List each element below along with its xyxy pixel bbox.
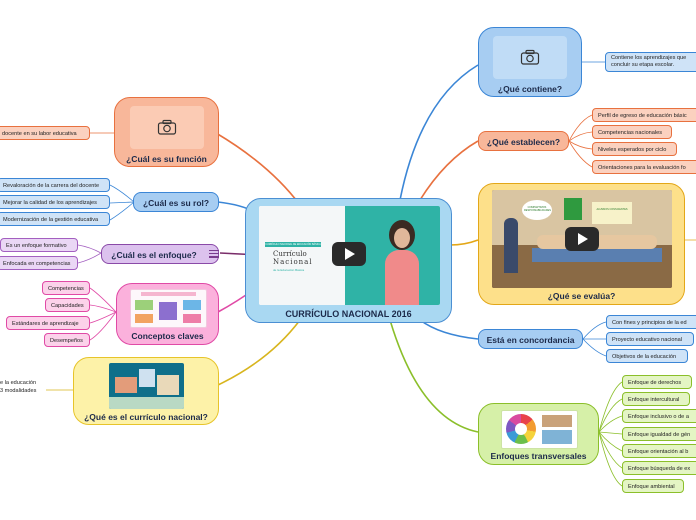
transversales-photo-1 [542,415,572,427]
que-es-title: ¿Qué es el currículo nacional? [84,412,208,422]
transversales-wheel-center [515,423,527,435]
central-title: CURRÍCULO NACIONAL 2016 [285,309,412,319]
central-node[interactable]: CURRÍCULO NACIONAL DE EDUCACIÓN BÁSICA C… [245,198,452,323]
evalua-video-thumbnail[interactable]: COMPARTIMOS RESPONSABILIDADES ALUMNOS CO… [492,190,672,288]
evalua-title: ¿Qué se evalúa? [547,291,616,301]
node-transversales[interactable]: Enfoques transversales [478,403,599,465]
concordancia-title: Está en concordancia [486,335,575,345]
play-icon[interactable] [332,242,366,266]
conceptos-item[interactable]: Desempeños [44,333,90,347]
transversales-item[interactable]: Enfoque intercultural [622,392,690,406]
funcion-item[interactable]: docente en su labor educativa [0,126,90,140]
conceptos-block-orange [135,314,153,323]
establecen-item[interactable]: Orientaciones para la evaluación fo [592,160,696,174]
enfoque-item[interactable]: Enfocada en competencias [0,256,78,270]
conceptos-header-strip [141,292,196,296]
video-title-line-1: Currículo [273,250,307,258]
transversales-item[interactable]: Enfoque igualdad de gén [622,427,696,441]
establecen-item[interactable]: Perfil de egreso de educación básic [592,108,696,122]
classroom-board-right [592,202,632,224]
que-es-item: 3 modalidades [0,388,37,394]
rol-item[interactable]: Modernización de la gestión educativa [0,212,110,226]
transversales-item[interactable]: Enfoque ambiental [622,479,684,493]
conceptos-image [130,289,207,328]
rol-title: ¿Cuál es su rol? [142,198,210,208]
conceptos-block-green [135,300,153,310]
enfoque-title: ¿Cuál es el enfoque? [111,250,197,260]
contiene-image-placeholder [493,36,567,79]
video-subtitle: de la Educación Básica [273,268,305,272]
node-concordancia[interactable]: Está en concordancia [478,329,583,349]
conceptos-item[interactable]: Competencias [42,281,90,295]
node-contiene[interactable]: ¿Qué contiene? [478,27,582,97]
enfoque-item[interactable]: Es un enfoque formativo [0,238,78,252]
que-es-photo-center [139,369,155,387]
presenter-body [385,250,419,305]
node-enfoque[interactable]: ¿Cuál es el enfoque? [101,244,219,264]
contiene-item-line-2: concluir su etapa escolar. [611,62,675,68]
video-title-line-2: Nacional [273,258,313,266]
conceptos-item[interactable]: Estándares de aprendizaje [6,316,90,330]
conceptos-block-pink [183,314,201,323]
node-establecen[interactable]: ¿Qué establecen? [478,131,569,151]
rol-item[interactable]: Mejorar la calidad de los aprendizajes [0,195,110,209]
que-es-photo-left [115,377,137,393]
transversales-item[interactable]: Enfoque inclusivo o de a [622,409,696,423]
establecen-item[interactable]: Competencias nacionales [592,125,672,139]
conceptos-block-purple [159,302,177,320]
contiene-item[interactable]: Contiene los aprendizajes que concluir s… [605,52,696,72]
conceptos-item[interactable]: Capacidades [45,298,90,312]
funcion-title: ¿Cuál es su función [126,154,207,164]
concordancia-item[interactable]: Con fines y principios de la ed [606,315,696,329]
node-conceptos[interactable]: Conceptos claves [116,283,219,345]
que-es-photo-right [157,375,179,395]
node-funcion[interactable]: ¿Cuál es su función [114,97,219,167]
node-rol[interactable]: ¿Cuál es su rol? [133,192,219,212]
list-icon[interactable] [209,248,219,258]
camera-icon [157,119,177,135]
video-left-panel [259,206,345,305]
play-icon[interactable] [565,227,599,251]
transversales-item[interactable]: Enfoque búsqueda de ex [622,461,696,475]
contiene-title: ¿Qué contiene? [497,84,563,94]
que-es-image [109,363,184,409]
transversales-image [501,410,578,449]
node-evalua[interactable]: COMPARTIMOS RESPONSABILIDADES ALUMNOS CO… [478,183,685,305]
central-video-thumbnail[interactable]: CURRÍCULO NACIONAL DE EDUCACIÓN BÁSICA C… [259,206,440,305]
establecen-item[interactable]: Niveles esperados por ciclo [592,142,677,156]
conceptos-block-blue [183,300,201,310]
conceptos-title: Conceptos claves [131,331,204,341]
classroom-board-left-text: COMPARTIMOS RESPONSABILIDADES [524,206,551,212]
transversales-item[interactable]: Enfoque orientación al b [622,444,696,458]
camera-icon [520,49,540,65]
establecen-title: ¿Qué establecen? [486,137,561,147]
transversales-title: Enfoques transversales [490,451,587,461]
classroom-desks [532,248,662,262]
node-que-es[interactable]: ¿Qué es el currículo nacional? [73,357,219,425]
classroom-map [564,198,582,220]
funcion-image-placeholder [130,106,204,149]
classroom-board-left [522,200,552,220]
presenter-face [394,228,410,248]
classroom-board-right-text: ALUMNOS CONSCIENTES [596,208,628,211]
transversales-item[interactable]: Enfoque de derechos [622,375,692,389]
transversales-photo-2 [542,430,572,444]
que-es-item: e la educación [0,380,37,386]
video-banner: CURRÍCULO NACIONAL DE EDUCACIÓN BÁSICA [265,242,321,247]
contiene-item-line-1: Contiene los aprendizajes que [611,55,687,61]
rol-item[interactable]: Revaloración de la carrera del docente [0,178,110,192]
concordancia-item[interactable]: Objetivos de la educación [606,349,688,363]
classroom-teacher [504,218,518,273]
concordancia-item[interactable]: Proyecto educativo nacional [606,332,694,346]
que-es-photo-strip [109,397,184,409]
